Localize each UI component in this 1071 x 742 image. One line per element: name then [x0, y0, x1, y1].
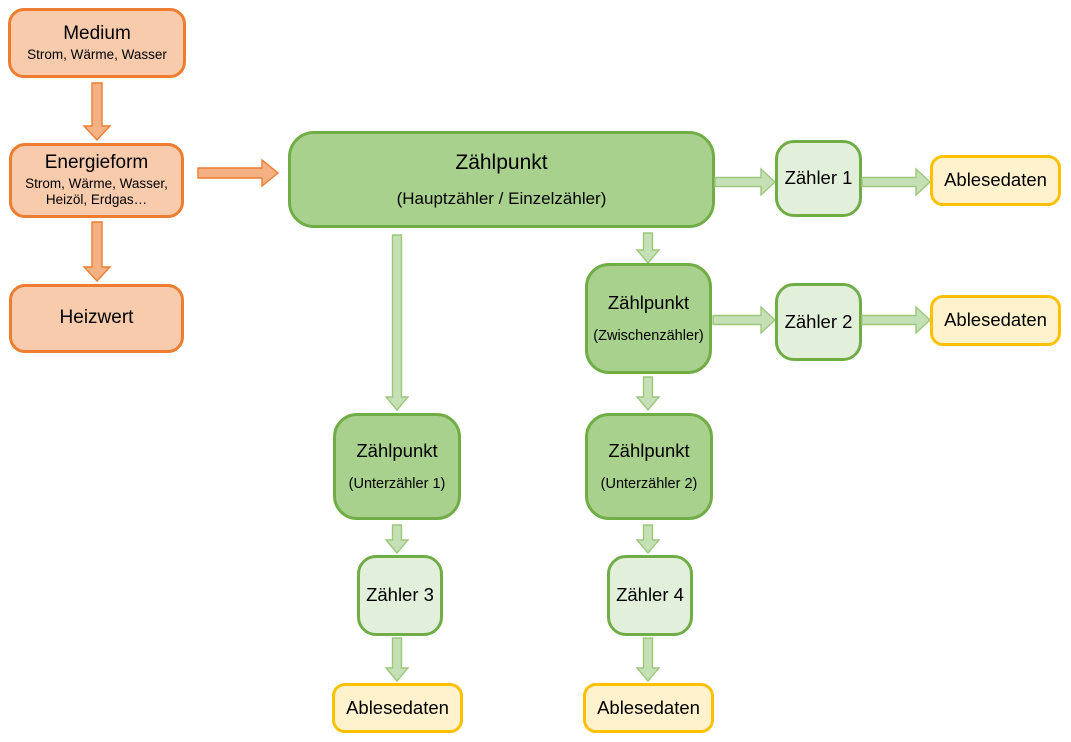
- node-ablesedaten3: Ablesedaten: [332, 683, 463, 733]
- node-zaehlpunkt-zwischen: Zählpunkt (Zwischenzähler): [585, 263, 712, 374]
- node-energieform-subtitle: Strom, Wärme, Wasser, Heizöl, Erdgas…: [25, 176, 168, 208]
- node-zaehlpunkt-haupt-title: Zählpunkt: [455, 150, 548, 174]
- node-energieform-title: Energieform: [44, 152, 149, 174]
- arrow-energieform-to-heizwert: [82, 221, 112, 283]
- node-zaehlpunkt-unter2: Zählpunkt (Unterzähler 2): [585, 413, 713, 520]
- node-zaehler1: Zähler 1: [775, 140, 862, 217]
- node-zaehlpunkt-zwischen-subtitle: (Zwischenzähler): [593, 327, 704, 344]
- node-zaehlpunkt-unter1: Zählpunkt (Unterzähler 1): [333, 413, 461, 520]
- node-ablesedaten4-label: Ablesedaten: [597, 696, 700, 718]
- node-medium-title: Medium: [63, 23, 131, 44]
- node-zaehler4: Zähler 4: [607, 555, 693, 636]
- node-ablesedaten2: Ablesedaten: [930, 295, 1061, 346]
- arrow-zaehler4-to-ablesedaten4: [635, 637, 661, 683]
- arrow-haupt-to-zwischen: [635, 232, 661, 265]
- arrow-energieform-to-zaehlpunkt: [197, 158, 280, 188]
- node-zaehlpunkt-unter2-title: Zählpunkt: [608, 439, 690, 461]
- node-ablesedaten1-label: Ablesedaten: [944, 169, 1047, 191]
- node-medium: Medium Strom, Wärme, Wasser: [8, 8, 186, 78]
- node-ablesedaten2-label: Ablesedaten: [944, 309, 1047, 331]
- node-ablesedaten3-label: Ablesedaten: [346, 696, 449, 718]
- node-zaehler4-label: Zähler 4: [616, 584, 684, 606]
- arrow-haupt-to-zaehler1: [714, 167, 777, 197]
- arrow-zaehler3-to-ablesedaten3: [384, 637, 410, 683]
- node-zaehler3-label: Zähler 3: [366, 584, 434, 606]
- arrow-zwischen-to-unter2: [635, 376, 661, 412]
- node-zaehlpunkt-unter1-title: Zählpunkt: [356, 439, 438, 461]
- node-zaehler2-label: Zähler 2: [784, 310, 853, 332]
- arrow-zaehler1-to-ablesedaten1: [861, 167, 932, 197]
- arrow-medium-to-energieform: [82, 82, 112, 142]
- node-zaehlpunkt-haupt: Zählpunkt (Hauptzähler / Einzelzähler): [288, 131, 715, 228]
- node-zaehler2: Zähler 2: [775, 283, 862, 361]
- arrow-unter1-to-zaehler3: [384, 524, 410, 555]
- node-zaehler3: Zähler 3: [357, 555, 443, 636]
- node-energieform: Energieform Strom, Wärme, Wasser, Heizöl…: [9, 143, 184, 218]
- node-zaehlpunkt-unter1-subtitle: (Unterzähler 1): [348, 475, 446, 492]
- node-heizwert-title: Heizwert: [59, 307, 134, 329]
- node-heizwert: Heizwert: [9, 284, 184, 353]
- arrow-zaehler2-to-ablesedaten2: [861, 305, 932, 335]
- node-zaehler1-label: Zähler 1: [784, 167, 853, 189]
- arrow-haupt-to-unter1: [384, 234, 410, 412]
- node-medium-subtitle: Strom, Wärme, Wasser: [27, 46, 167, 62]
- arrow-zwischen-to-zaehler2: [712, 305, 777, 335]
- node-ablesedaten4: Ablesedaten: [583, 683, 714, 733]
- node-zaehlpunkt-zwischen-title: Zählpunkt: [607, 291, 690, 313]
- node-ablesedaten1: Ablesedaten: [930, 155, 1061, 206]
- node-zaehlpunkt-haupt-subtitle: (Hauptzähler / Einzelzähler): [396, 188, 607, 208]
- arrow-unter2-to-zaehler4: [635, 524, 661, 555]
- node-zaehlpunkt-unter2-subtitle: (Unterzähler 2): [600, 475, 698, 492]
